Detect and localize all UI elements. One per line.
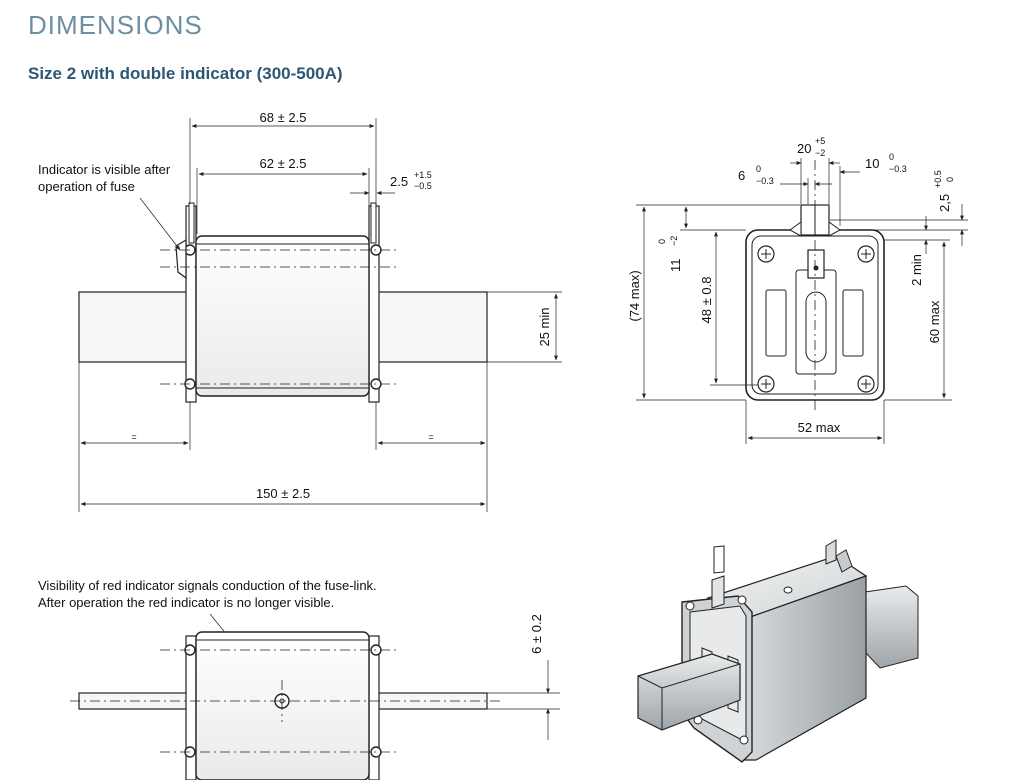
right-contact-blade (375, 291, 488, 363)
dim-20-tol-upper: +5 (815, 136, 825, 146)
top-view: Visibility of red indicator signals cond… (38, 578, 560, 780)
side-view: 68 ± 2.5 62 ± 2.5 2.5 +1.5 −0.5 25 min =… (38, 110, 562, 512)
dim-48-label: 48 ± 0.8 (699, 277, 714, 324)
left-contact-blade (78, 291, 192, 363)
visibility-note-line-1: Visibility of red indicator signals cond… (38, 578, 377, 593)
dim-20-label: 20 (797, 141, 811, 156)
isometric-view (637, 539, 919, 763)
dim-2-5-end-tol-upper: +0.5 (933, 170, 943, 188)
dim-11-label: 11 (668, 259, 683, 273)
fuse-indicator-flag (175, 238, 187, 280)
dim-74-max-label: (74 max) (627, 270, 642, 321)
section-subtitle: Size 2 with double indicator (300-500A) (28, 64, 343, 83)
dim-2-5-tol-upper: +1.5 (414, 170, 432, 180)
dim-60-max-label: 60 max (927, 300, 942, 343)
dim-equal-right: = (428, 432, 433, 442)
dim-10-tol-upper: 0 (889, 152, 894, 162)
screw-head (757, 375, 775, 393)
dim-62-label: 62 ± 2.5 (260, 156, 307, 171)
page-title: DIMENSIONS (28, 10, 203, 40)
dim-2-min-label: 2 min (909, 254, 924, 286)
screw-head (857, 375, 875, 393)
dim-6-tol-lower: −0.3 (756, 176, 774, 186)
dim-2-5-label: 2.5 (390, 174, 408, 189)
dim-25-min-label: 25 min (537, 307, 552, 346)
dim-68-label: 68 ± 2.5 (260, 110, 307, 125)
dim-10-tol-lower: −0.3 (889, 164, 907, 174)
dim-2-5-end-label: 2,5 (937, 194, 952, 212)
dim-2-5-tol-lower: −0.5 (414, 181, 432, 191)
end-view: 20 +5 −2 6 0 −0.3 10 0 −0.3 2,5 +0.5 0 2… (627, 136, 968, 444)
dim-10-label: 10 (865, 156, 879, 171)
visibility-note-line-2: After operation the red indicator is no … (38, 595, 334, 610)
front-contact-blade-iso (637, 653, 741, 731)
dim-6-label: 6 (738, 168, 745, 183)
dim-equal-left: = (131, 432, 136, 442)
dim-6-top-label: 6 ± 0.2 (529, 614, 544, 654)
indicator-note-line-2: operation of fuse (38, 179, 135, 194)
screw-head (857, 245, 875, 263)
dim-20-tol-lower: −2 (815, 148, 825, 158)
dim-11-tol-lower: −2 (669, 236, 679, 246)
indicator-housing (807, 249, 825, 279)
dim-2-5-end-tol-lower: 0 (945, 177, 955, 182)
dim-150-label: 150 ± 2.5 (256, 486, 310, 501)
indicator-note-line-1: Indicator is visible after (38, 162, 171, 177)
left-indicator-tab (188, 202, 195, 244)
right-indicator-tab (370, 202, 377, 244)
dim-52-max-label: 52 max (798, 420, 841, 435)
screw-head (757, 245, 775, 263)
dim-6-tol-upper: 0 (756, 164, 761, 174)
fuse-body (195, 235, 370, 397)
dim-11-tol-upper: 0 (657, 239, 667, 244)
